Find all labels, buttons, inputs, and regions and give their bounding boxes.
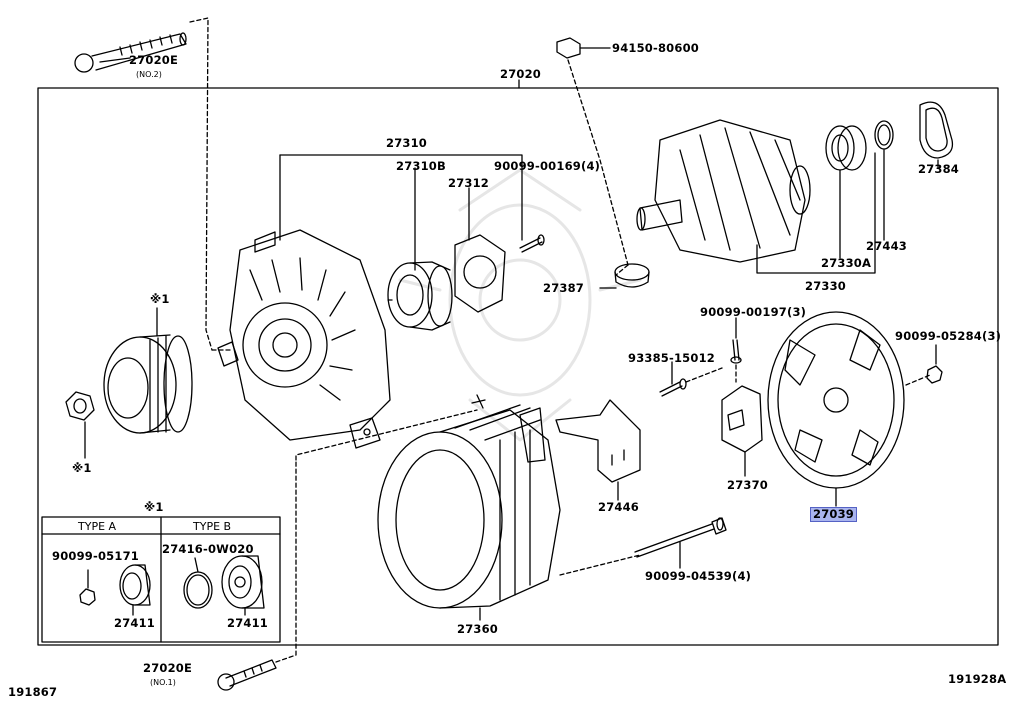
rear-frame-icon [217, 229, 391, 449]
bearing-front-icon [387, 261, 453, 331]
pulley-nut-icon [65, 391, 95, 421]
label-nut-right: 90099-05284(3) [895, 329, 1002, 343]
label-plate: 27446 [598, 500, 640, 514]
label-insulator: 27387 [543, 281, 585, 295]
label-type-a-nut: 90099-05171 [52, 549, 139, 563]
label-screw-mid: 90099-00197(3) [700, 305, 807, 319]
type-b-cap-icon [183, 571, 213, 609]
label-nut-left-mark: ※1 [72, 461, 92, 475]
watermark [398, 168, 642, 442]
label-frame-group: 27310 [386, 136, 428, 150]
label-bearing-right: 27384 [918, 162, 960, 176]
screw-retainer-icon [519, 234, 545, 253]
label-retainer: 27312 [448, 176, 490, 190]
bolt-top-icon [74, 32, 187, 73]
pulley-icon [103, 334, 193, 434]
table-header-type-a: TYPE A [78, 520, 117, 533]
stator-icon [377, 394, 561, 609]
label-pulley-mark: ※1 [150, 292, 170, 306]
bolt-bottom-icon [217, 659, 277, 691]
label-type-b-cap: 27416-0W020 [162, 542, 254, 556]
label-screw-retainer: 90099-00169(4) [494, 159, 601, 173]
label-nut-top: 94150-80600 [612, 41, 699, 55]
plate-bracket-icon [555, 399, 641, 483]
rotor-bearing-icon [825, 125, 867, 171]
bolt-mid-icon [659, 378, 687, 397]
type-a-pulley-icon [119, 564, 151, 606]
label-doc-left: 191867 [8, 685, 58, 699]
label-bolt-top: 27020E [129, 53, 179, 67]
label-bolt-bottom: 27020E [143, 661, 193, 675]
type-b-pulley-icon [221, 555, 265, 609]
insulator-icon [599, 263, 650, 289]
label-doc-right: 191928A [948, 672, 1007, 686]
label-stator: 27360 [457, 622, 499, 636]
label-bearing-front: 27310B [396, 159, 446, 173]
table-header-type-b: TYPE B [193, 520, 232, 533]
retainer-plate-icon [454, 234, 506, 313]
type-a-nut-icon [79, 588, 96, 606]
regulator-icon [721, 385, 763, 453]
screw-mid-icon [730, 339, 742, 364]
label-rotor: 27330A [821, 256, 872, 270]
label-rear-cover-highlight[interactable]: 27039 [810, 507, 858, 522]
rotor-icon [636, 119, 811, 263]
label-bolt-bottom-no: (NO.1) [150, 678, 176, 687]
label-bolt-top-no: (NO.2) [136, 70, 162, 79]
ring-icon [874, 120, 894, 150]
nut-top-icon [556, 37, 611, 59]
label-type-a-pulley: 27411 [114, 616, 156, 630]
label-bolt-long: 90099-04539(4) [645, 569, 752, 583]
label-bolt-mid: 93385-15012 [628, 351, 715, 365]
label-assembly: 27020 [500, 67, 542, 81]
label-table-mark: ※1 [144, 500, 164, 514]
label-rotor-group: 27330 [805, 279, 847, 293]
nut-right-icon [926, 365, 943, 384]
assembly-frame [37, 87, 999, 646]
bearing-cover-icon [919, 101, 954, 169]
label-ring: 27443 [866, 239, 908, 253]
label-regulator: 27370 [727, 478, 769, 492]
type-table [41, 516, 281, 643]
bolt-long-icon [634, 517, 727, 558]
rear-cover-icon [767, 311, 905, 489]
label-type-b-pulley: 27411 [227, 616, 269, 630]
